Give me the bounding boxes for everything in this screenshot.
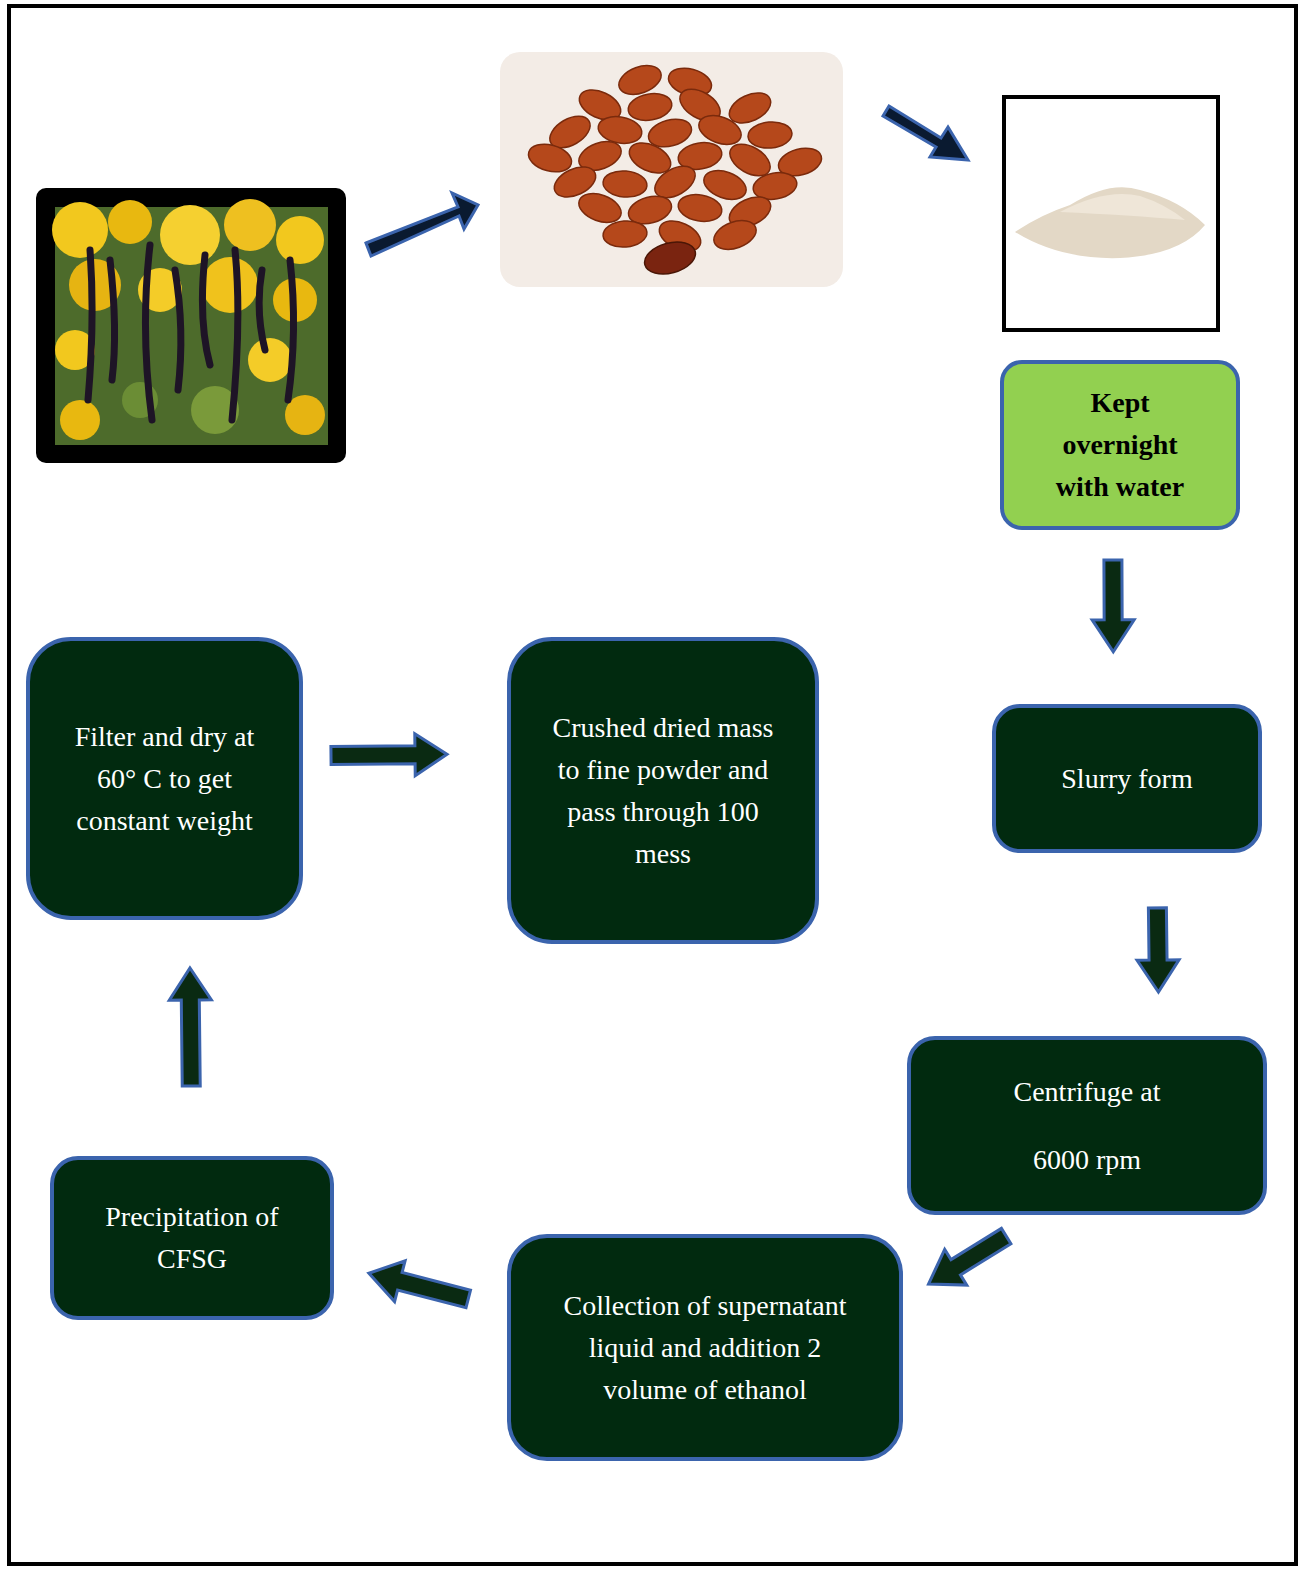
process-box: Kept overnight with water	[1000, 360, 1240, 530]
process-box: Filter and dry at 60° C to get constant …	[26, 637, 303, 920]
node-text: Precipitation of CFSG	[72, 1196, 312, 1280]
node-text: Centrifuge at 6000 rpm	[987, 1058, 1187, 1192]
block-arrow	[169, 968, 211, 1086]
block-arrow	[1137, 908, 1179, 992]
tree-photo	[36, 188, 346, 463]
block-arrow	[929, 1228, 1011, 1285]
process-box: Precipitation of CFSG	[50, 1156, 334, 1320]
process-box: Slurry form	[992, 704, 1262, 853]
powder-photo	[1004, 97, 1218, 330]
node-text: Filter and dry at 60° C to get constant …	[65, 716, 265, 842]
node-text: Kept overnight with water	[1040, 382, 1200, 508]
process-box: Centrifuge at 6000 rpm	[907, 1036, 1267, 1215]
node-text: Collection of supernatant liquid and add…	[555, 1285, 855, 1411]
block-arrow	[331, 734, 447, 776]
seeds-photo	[500, 52, 843, 287]
process-box: Crushed dried mass to fine powder and pa…	[507, 637, 819, 944]
node-text: Crushed dried mass to fine powder and pa…	[552, 707, 774, 875]
flow-arrow	[366, 193, 478, 256]
block-arrow	[1092, 560, 1134, 652]
node-text: Slurry form	[1061, 758, 1192, 800]
process-box: Collection of supernatant liquid and add…	[507, 1234, 903, 1461]
flow-arrow	[883, 106, 968, 160]
frame	[9, 6, 1296, 1564]
block-arrow	[369, 1261, 471, 1308]
